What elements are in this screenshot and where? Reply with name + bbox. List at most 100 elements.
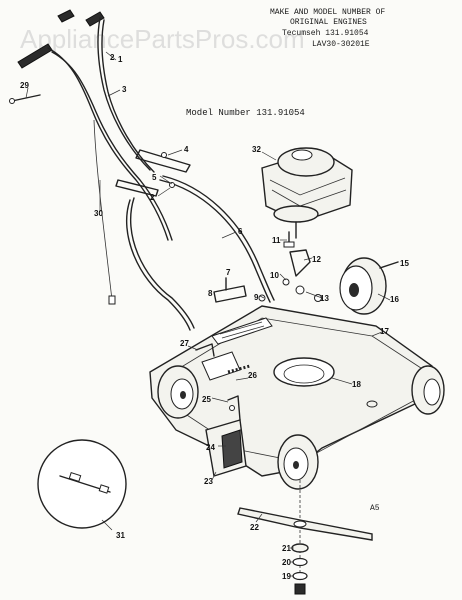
rear-deck-wheel bbox=[411, 365, 445, 415]
handle-nut-4 bbox=[161, 152, 167, 158]
handle-bolt-head bbox=[9, 98, 15, 104]
callout-16: 16 bbox=[390, 295, 399, 304]
callout-9: 9 bbox=[254, 293, 259, 302]
leader-25 bbox=[211, 397, 229, 403]
callout-15: 15 bbox=[400, 259, 409, 268]
callout-23: 23 bbox=[204, 477, 213, 486]
leader-9 bbox=[259, 295, 265, 299]
deck-top-edge bbox=[159, 317, 425, 381]
deck-emblem bbox=[366, 400, 378, 408]
inset-circle bbox=[37, 439, 127, 529]
engine-base bbox=[273, 205, 319, 223]
leader-13 bbox=[305, 291, 323, 299]
deck-opening-inner bbox=[283, 364, 325, 384]
rear-wheel-bolt-15 bbox=[379, 261, 399, 269]
callout-24: 24 bbox=[206, 443, 215, 452]
callout-17: 17 bbox=[380, 327, 389, 336]
lower-handle-left-inner bbox=[130, 197, 195, 329]
header-line-4: LAV30-30201E bbox=[312, 40, 370, 49]
lower-handle-right-inner bbox=[162, 175, 275, 301]
callout-1: 1 bbox=[118, 55, 123, 64]
callout-22: 22 bbox=[250, 523, 259, 532]
handle-nut-5 bbox=[169, 182, 175, 188]
callout-10: 10 bbox=[270, 271, 279, 280]
baffle-bracket-25 bbox=[227, 395, 241, 421]
callout-27: 27 bbox=[180, 339, 189, 348]
lock-washer-19 bbox=[292, 571, 308, 581]
leader-27 bbox=[187, 345, 199, 351]
callout-32: 32 bbox=[252, 145, 261, 154]
leader-3 bbox=[107, 89, 121, 97]
header-line-1: MAKE AND MODEL NUMBER OF bbox=[270, 8, 385, 17]
handle-lower-bracket bbox=[115, 179, 159, 197]
blade-assembly bbox=[237, 480, 373, 595]
leader-6 bbox=[221, 231, 237, 239]
deck-warning-decal bbox=[211, 317, 273, 345]
leader-5 bbox=[159, 175, 173, 185]
callout-8: 8 bbox=[208, 289, 213, 298]
deck-engine-opening bbox=[273, 357, 335, 387]
callout-7: 7 bbox=[226, 268, 231, 277]
callout-20: 20 bbox=[282, 558, 291, 567]
engine-mount-nut bbox=[283, 241, 295, 248]
callout-numbers: 1 3 4 5 2 2 6 30 29 32 11 12 10 13 7 9 8… bbox=[20, 53, 409, 581]
engine-fuel-cap bbox=[291, 149, 313, 161]
upper-handle-left-bar-inner bbox=[51, 51, 173, 241]
leader-18 bbox=[331, 377, 353, 385]
leader-2b bbox=[157, 187, 171, 197]
header-line-3: Tecumseh 131.91054 bbox=[282, 29, 369, 38]
callout-2-lower: 2 bbox=[150, 193, 155, 202]
adjuster-nut-13 bbox=[295, 285, 305, 295]
front-left-hub bbox=[180, 391, 186, 399]
handle-cross-bracket bbox=[135, 149, 191, 173]
leader-10 bbox=[279, 273, 287, 281]
leader-23 bbox=[211, 471, 217, 481]
front-right-wheel bbox=[277, 434, 319, 490]
leader-31 bbox=[101, 519, 113, 531]
callout-31: 31 bbox=[116, 531, 125, 540]
decal-text-line-2 bbox=[221, 325, 265, 339]
leader-16 bbox=[377, 293, 391, 301]
page-code: A5 bbox=[370, 504, 380, 513]
wheel-adjuster-bracket bbox=[289, 249, 311, 277]
engine-assembly bbox=[261, 147, 353, 239]
leader-26 bbox=[235, 377, 249, 381]
lower-handle-right bbox=[159, 179, 271, 303]
callout-3: 3 bbox=[122, 85, 127, 94]
blade-washer-20 bbox=[292, 557, 308, 567]
deck-hinge-27 bbox=[195, 343, 215, 357]
callout-26: 26 bbox=[248, 371, 257, 380]
deck-skirt-edge bbox=[157, 391, 431, 463]
adjuster-washer-10 bbox=[282, 278, 290, 286]
rear-wheel-hub bbox=[349, 283, 359, 297]
engine-mount-hardware bbox=[282, 231, 322, 302]
upper-handle-left-bar bbox=[47, 47, 169, 241]
inset-detail bbox=[37, 439, 127, 529]
callout-11: 11 bbox=[272, 236, 281, 245]
right-grip bbox=[85, 11, 105, 27]
blade-hole bbox=[293, 520, 307, 528]
handle-assembly bbox=[9, 9, 275, 331]
callout-6: 6 bbox=[238, 227, 243, 236]
upper-handle-right-bar-inner bbox=[101, 19, 155, 173]
leader-12 bbox=[303, 257, 313, 261]
callout-19: 19 bbox=[282, 572, 291, 581]
leader-4 bbox=[167, 149, 183, 156]
callout-30: 30 bbox=[94, 209, 103, 218]
handle-mount-bracket bbox=[213, 285, 247, 303]
control-lever bbox=[57, 9, 75, 23]
callout-2-upper: 2 bbox=[110, 53, 115, 62]
handle-mount-nut bbox=[258, 294, 266, 302]
callout-13: 13 bbox=[320, 294, 329, 303]
callout-21: 21 bbox=[282, 544, 291, 553]
leader-32 bbox=[261, 151, 277, 161]
lower-handle-left bbox=[126, 199, 191, 331]
rear-deck-rim bbox=[423, 378, 441, 406]
leader-22 bbox=[255, 513, 263, 523]
front-right-hub bbox=[293, 461, 299, 469]
callout-4: 4 bbox=[184, 145, 189, 154]
callout-5: 5 bbox=[152, 173, 157, 182]
inset-spacer bbox=[68, 471, 82, 483]
front-left-wheel bbox=[157, 365, 199, 419]
